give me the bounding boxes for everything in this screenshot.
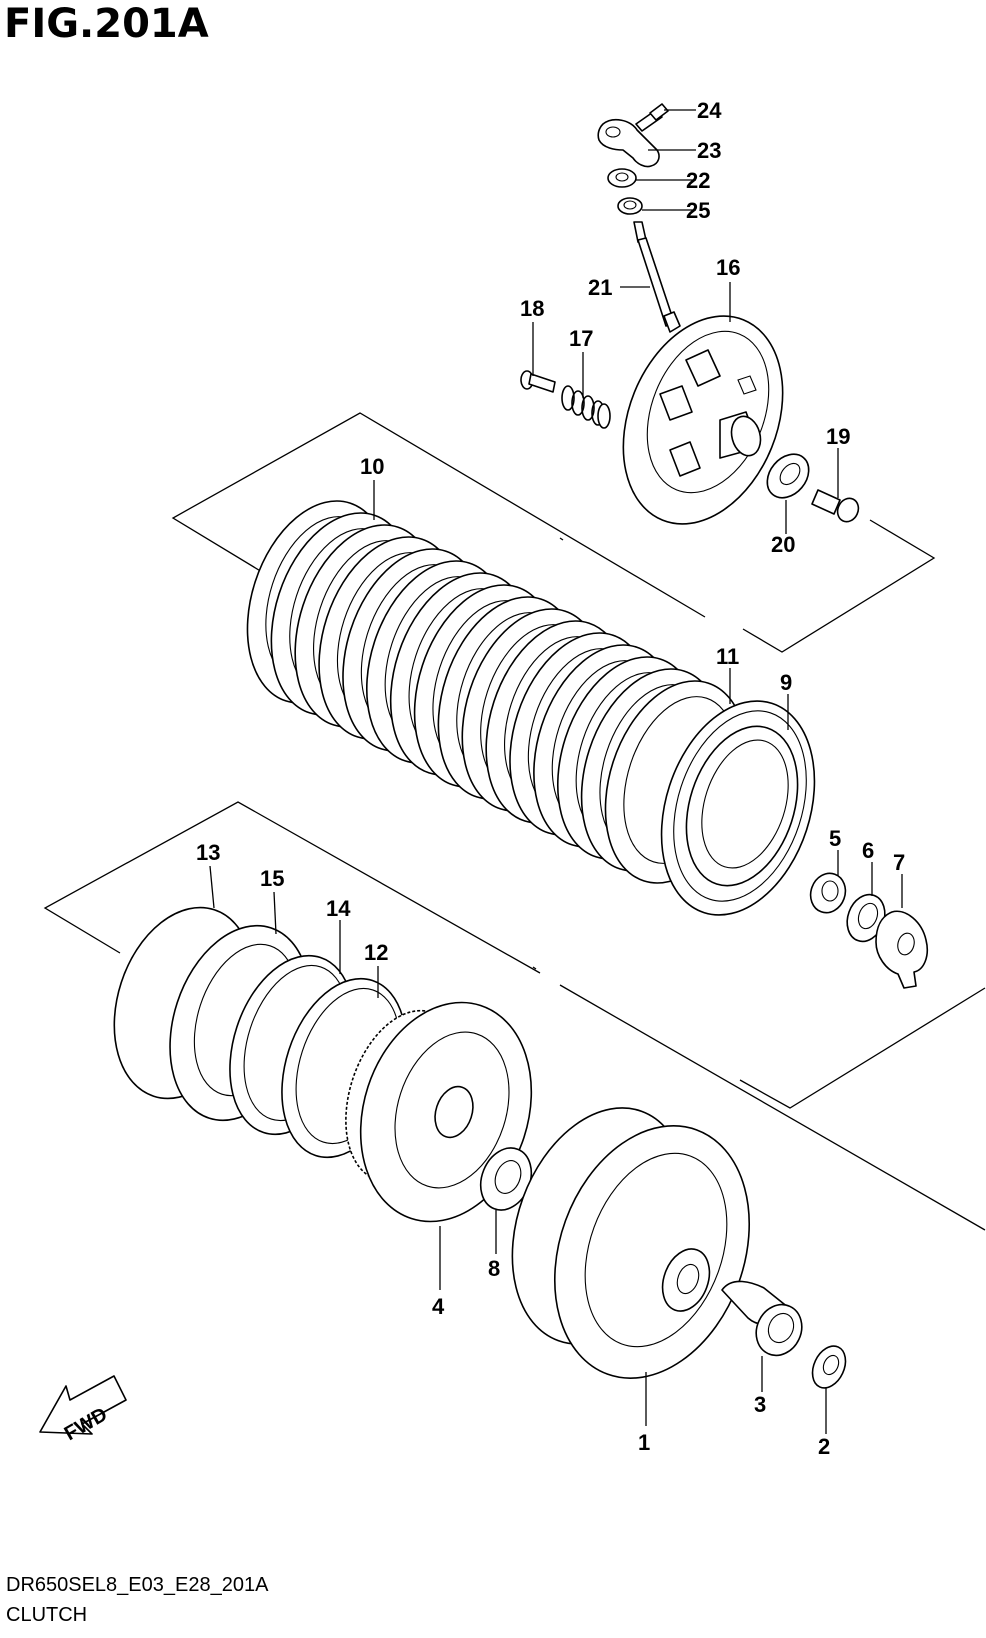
callout-4: 4 bbox=[432, 1294, 445, 1319]
callout-15: 15 bbox=[260, 866, 284, 891]
callout-13: 13 bbox=[196, 840, 220, 865]
callout-16: 16 bbox=[716, 255, 740, 280]
part-24-bolt bbox=[635, 103, 669, 132]
callout-18: 18 bbox=[520, 296, 544, 321]
callout-3: 3 bbox=[754, 1392, 766, 1417]
part-9-sleeve-hub bbox=[660, 700, 816, 916]
callout-22: 22 bbox=[686, 168, 710, 193]
part-18-bolt bbox=[520, 370, 556, 393]
callout-12: 12 bbox=[364, 940, 388, 965]
callout-11: 11 bbox=[716, 644, 739, 669]
figure-caption: CLUTCH bbox=[6, 1604, 88, 1626]
part-21-release-shaft bbox=[633, 221, 681, 333]
figure-title: FIG.201A bbox=[4, 1, 209, 47]
model-code: DR650SEL8_E03_E28_201A bbox=[6, 1574, 269, 1596]
lower-frame bbox=[43, 801, 986, 1231]
callout-21: 21 bbox=[588, 275, 612, 300]
part-3-spacer bbox=[721, 1280, 803, 1357]
part-23-lever bbox=[597, 118, 660, 168]
part-22-nut bbox=[607, 168, 637, 188]
upper-frame bbox=[171, 412, 936, 653]
callout-7: 7 bbox=[893, 850, 905, 875]
part-7-lock-washer bbox=[875, 910, 929, 989]
callout-20: 20 bbox=[771, 532, 795, 557]
callout-2: 2 bbox=[818, 1434, 830, 1459]
part-19-bolt bbox=[811, 489, 860, 523]
callout-8: 8 bbox=[488, 1256, 500, 1281]
fwd-arrow-icon: FWD bbox=[39, 1375, 127, 1445]
callout-9: 9 bbox=[780, 670, 792, 695]
part-20-bearing bbox=[766, 453, 810, 499]
callout-5: 5 bbox=[829, 826, 841, 851]
callout-1: 1 bbox=[638, 1430, 650, 1455]
callout-25: 25 bbox=[686, 198, 710, 223]
callout-17: 17 bbox=[569, 326, 593, 351]
callout-labels: 24 23 22 25 21 16 18 17 19 20 10 11 9 5 … bbox=[196, 98, 905, 1459]
leader-lines bbox=[209, 109, 903, 1434]
part-2-washer bbox=[811, 1345, 847, 1389]
callout-10: 10 bbox=[360, 454, 384, 479]
callout-6: 6 bbox=[862, 838, 874, 863]
part-1-clutch-housing bbox=[511, 1107, 751, 1379]
part-5-nut bbox=[809, 872, 847, 914]
callout-24: 24 bbox=[697, 98, 722, 123]
callout-14: 14 bbox=[326, 896, 351, 921]
part-25-seal bbox=[617, 197, 643, 215]
part-16-pressure-plate bbox=[622, 315, 784, 525]
part-17-spring bbox=[561, 385, 611, 429]
callout-23: 23 bbox=[697, 138, 721, 163]
callout-19: 19 bbox=[826, 424, 850, 449]
